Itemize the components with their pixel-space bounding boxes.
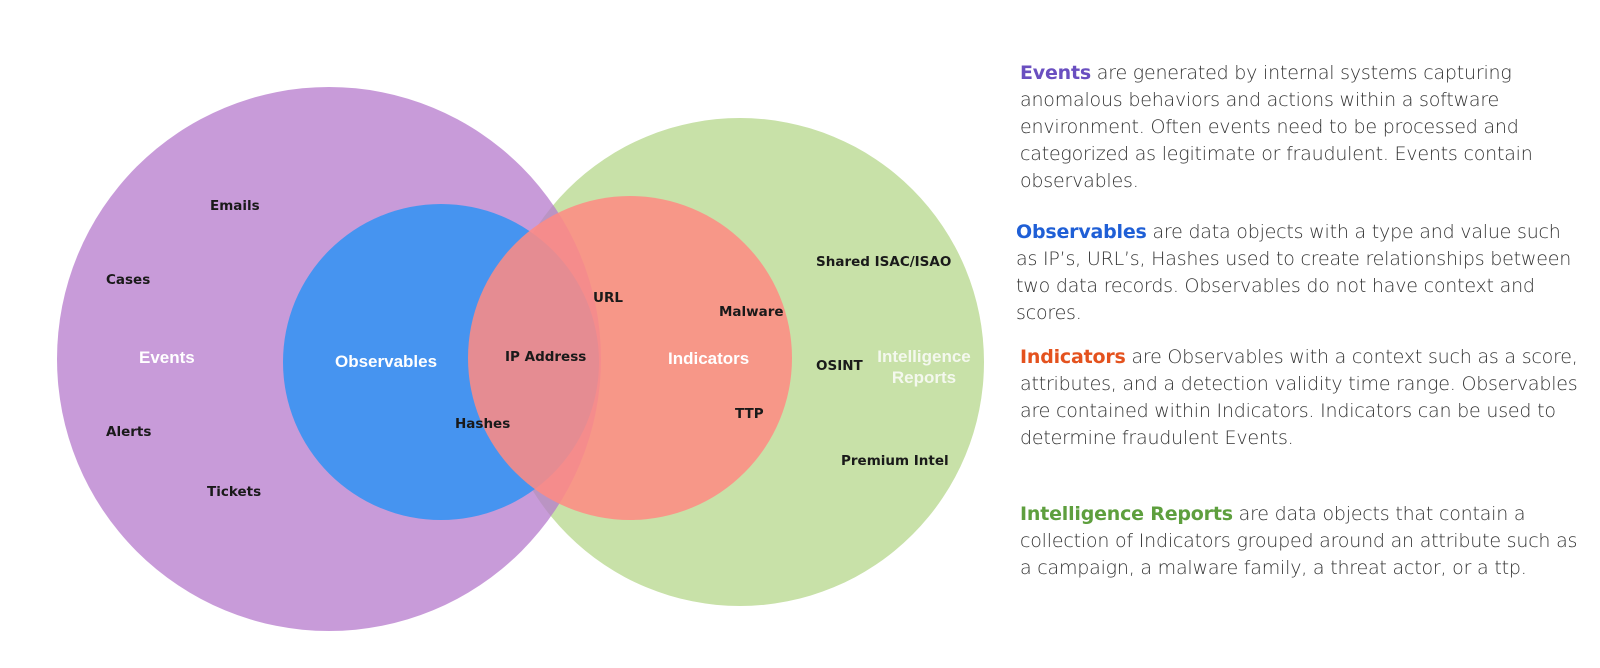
definition-observables-text: are data objects with a type and value s… [1016,221,1572,324]
indicators-circle [468,196,792,520]
label-shared-isac-isao: Shared ISAC/ISAO [816,254,951,270]
term-indicators: Indicators [1020,346,1126,368]
label-osint: OSINT [816,358,864,374]
definition-events: Events are generated by internal systems… [1020,60,1580,195]
venn-diagram: Emails Cases Events Alerts Tickets Obser… [57,87,984,631]
label-alerts: Alerts [106,424,151,440]
definition-indicators: Indicators are Observables with a contex… [1020,344,1580,452]
label-tickets: Tickets [207,484,261,500]
term-observables: Observables [1016,221,1147,243]
label-indicators: Indicators [668,349,749,368]
label-intelligence-reports-line1: Intelligence [877,347,971,366]
term-intelligence-reports: Intelligence Reports [1020,503,1233,525]
label-ttp: TTP [735,406,764,422]
label-observables: Observables [335,352,437,371]
label-emails: Emails [210,198,260,214]
label-url: URL [593,290,623,306]
definition-events-text: are generated by internal systems captur… [1020,62,1533,192]
label-malware: Malware [719,304,784,320]
label-intelligence-reports-line2: Reports [892,368,956,387]
definition-intelligence-reports: Intelligence Reports are data objects th… [1020,501,1580,582]
definition-indicators-text: are Observables with a context such as a… [1020,346,1578,449]
term-events: Events [1020,62,1091,84]
label-hashes: Hashes [455,416,510,432]
definition-intelligence-reports-text: are data objects that contain a collecti… [1020,503,1578,579]
label-cases: Cases [106,272,150,288]
definition-observables: Observables are data objects with a type… [1016,219,1576,327]
label-ip-address: IP Address [505,349,586,365]
label-premium-intel: Premium Intel [841,453,949,469]
label-events: Events [139,348,195,367]
